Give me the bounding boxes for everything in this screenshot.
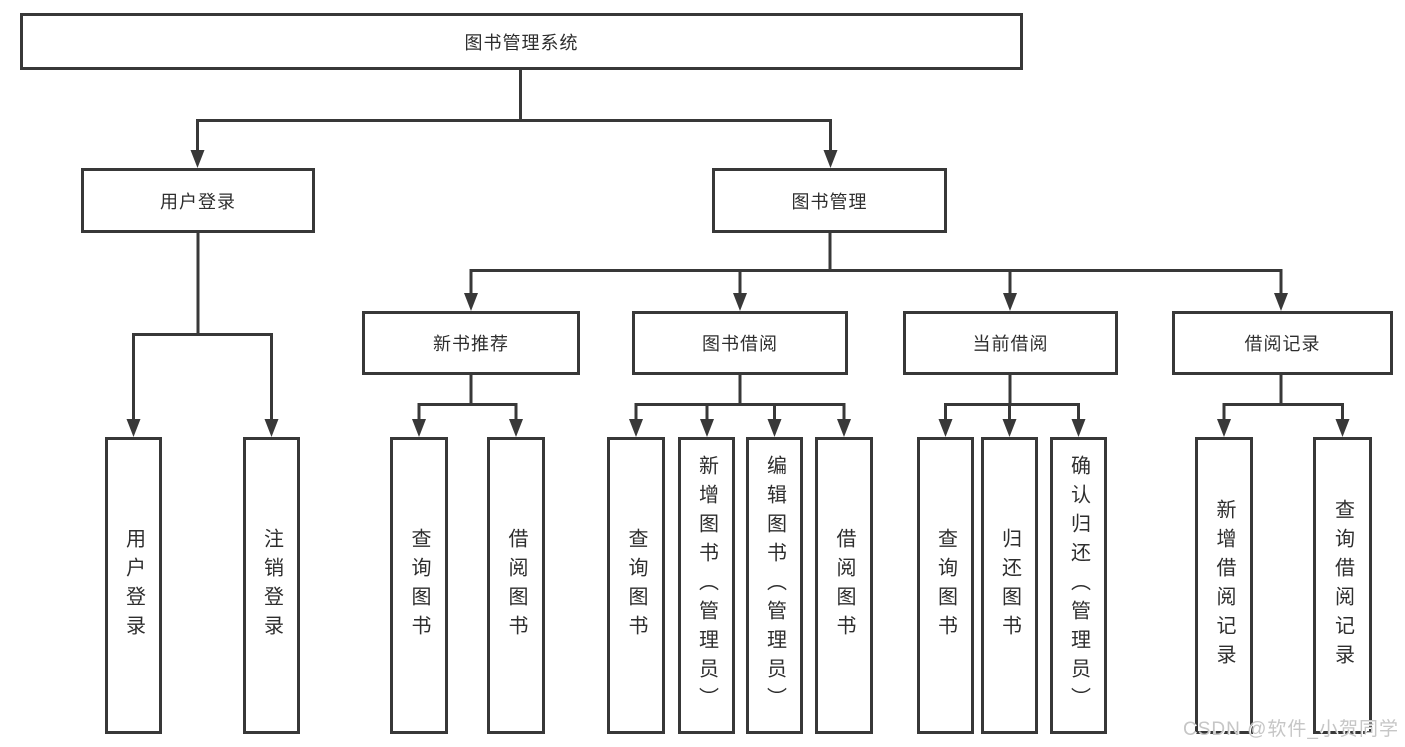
- connector-current-borrow-rail: [944, 403, 1080, 421]
- leaf-edit-books-admin-label: 编辑图书（管理员）: [763, 455, 786, 716]
- arrowhead-down-icon: [733, 293, 747, 311]
- leaf-add-books-admin-label: 新增图书（管理员）: [695, 455, 718, 716]
- arrowheads: [126, 150, 1350, 437]
- connector-level3-rail: [469, 269, 1283, 295]
- connector-book-borrow-rail: [634, 403, 846, 421]
- leaf-query-borrow-record-label: 查询借阅记录: [1331, 498, 1354, 673]
- node-root: 图书管理系统: [20, 13, 1023, 70]
- node-new-book-recommend-label: 新书推荐: [433, 334, 509, 354]
- arrowhead-down-icon: [837, 419, 851, 437]
- leaf-user-login-label: 用户登录: [122, 527, 145, 644]
- arrowhead-down-icon: [1274, 293, 1288, 311]
- arrowhead-down-icon: [190, 150, 205, 168]
- leaf-borrow-books: 借阅图书: [815, 437, 873, 734]
- leaf-borrow-books-label: 借阅图书: [833, 527, 855, 644]
- leaf-query-borrow-record: 查询借阅记录: [1313, 437, 1372, 734]
- csdn-watermark: CSDN @软件_小贺同学: [1183, 719, 1399, 740]
- node-borrow-records: 借阅记录: [1172, 311, 1393, 375]
- node-new-book-recommend: 新书推荐: [362, 311, 580, 375]
- arrowhead-down-icon: [1335, 419, 1350, 437]
- node-book-management-label: 图书管理: [791, 191, 868, 212]
- leaf-add-borrow-record: 新增借阅记录: [1195, 437, 1253, 734]
- node-book-borrow: 图书借阅: [632, 311, 848, 375]
- leaf-borrow-books-recommend: 借阅图书: [487, 437, 545, 734]
- leaf-edit-books-admin: 编辑图书（管理员）: [746, 437, 803, 734]
- leaf-add-books-admin: 新增图书（管理员）: [678, 437, 735, 734]
- leaf-query-books-recommend-label: 查询图书: [408, 527, 430, 644]
- connector-borrow-records-rail: [1222, 403, 1344, 421]
- arrowhead-down-icon: [767, 419, 782, 437]
- arrowhead-down-icon: [1003, 293, 1017, 311]
- node-user-login: 用户登录: [81, 168, 315, 233]
- connector-user-login-rail: [132, 333, 273, 421]
- arrowhead-down-icon: [1217, 419, 1231, 437]
- arrowhead-down-icon: [700, 419, 714, 437]
- arrowhead-down-icon: [938, 419, 953, 437]
- leaf-user-login: 用户登录: [105, 437, 162, 734]
- node-current-borrow-label: 当前借阅: [972, 334, 1049, 354]
- leaf-query-books-recommend: 查询图书: [390, 437, 448, 734]
- node-user-login-label: 用户登录: [160, 191, 236, 212]
- node-current-borrow: 当前借阅: [903, 311, 1118, 375]
- leaf-logout-label: 注销登录: [260, 527, 283, 644]
- leaf-confirm-return-admin: 确认归还（管理员）: [1050, 437, 1107, 734]
- arrowhead-down-icon: [509, 419, 523, 437]
- connector-new-book-rail: [417, 403, 518, 421]
- leaf-logout: 注销登录: [243, 437, 300, 734]
- arrowhead-down-icon: [1071, 419, 1086, 437]
- leaf-return-books: 归还图书: [981, 437, 1038, 734]
- arrowhead-down-icon: [412, 419, 426, 437]
- arrowhead-down-icon: [464, 293, 478, 311]
- connector-level2-rail: [196, 119, 832, 152]
- leaf-return-books-label: 归还图书: [998, 527, 1021, 644]
- node-book-management: 图书管理: [712, 168, 947, 233]
- arrowhead-down-icon: [1002, 419, 1017, 437]
- leaf-query-books-current: 查询图书: [917, 437, 974, 734]
- leaf-query-books-borrow-label: 查询图书: [625, 527, 647, 644]
- node-borrow-records-label: 借阅记录: [1244, 334, 1321, 354]
- leaf-query-books-borrow: 查询图书: [607, 437, 665, 734]
- leaf-add-borrow-record-label: 新增借阅记录: [1213, 498, 1235, 673]
- arrowhead-down-icon: [823, 150, 838, 168]
- arrowhead-down-icon: [126, 419, 141, 437]
- arrowhead-down-icon: [629, 419, 643, 437]
- arrowhead-down-icon: [264, 419, 279, 437]
- leaf-query-books-current-label: 查询图书: [934, 527, 957, 644]
- leaf-borrow-books-recommend-label: 借阅图书: [505, 527, 527, 644]
- node-root-label: 图书管理系统: [464, 32, 579, 53]
- node-book-borrow-label: 图书借阅: [702, 334, 778, 354]
- leaf-confirm-return-admin-label: 确认归还（管理员）: [1067, 455, 1090, 716]
